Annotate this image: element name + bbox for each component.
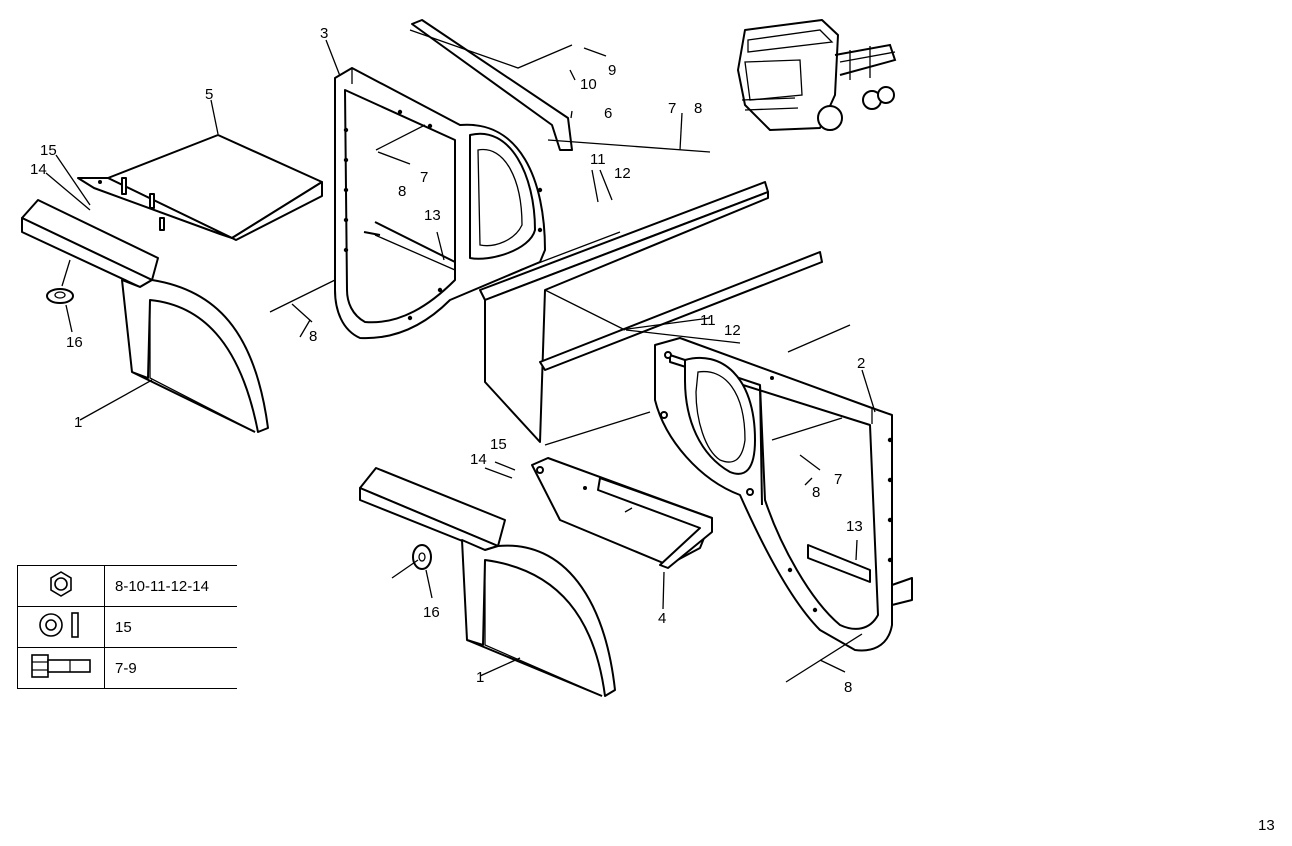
callout-16-lower: 16: [423, 604, 440, 621]
callout-8-frame2: 8: [812, 484, 820, 501]
hex-nut-icon: [17, 565, 105, 607]
washer-16-right: [412, 544, 432, 570]
callout-11-lower: 11: [700, 312, 716, 329]
mudguard-left: [21, 199, 269, 433]
callout-16-upper: 16: [66, 334, 83, 351]
callout-7-top: 7: [668, 100, 676, 117]
rail: [479, 181, 823, 446]
callout-8-frame3: 8: [398, 183, 406, 200]
bolt-icon: [17, 647, 105, 689]
callout-2: 2: [857, 355, 865, 372]
legend-label: 8-10-11-12-14: [104, 565, 237, 607]
callout-14-lower: 14: [470, 451, 487, 468]
callout-8-frame2-bottom: 8: [844, 679, 852, 696]
callout-12-lower: 12: [724, 322, 741, 339]
callout-4: 4: [658, 610, 666, 627]
callout-11-upper: 11: [590, 151, 606, 168]
legend-row: 7-9: [17, 647, 237, 689]
callout-7-frame3: 7: [420, 169, 428, 186]
mudguard-right: [359, 467, 616, 697]
frame-3: [334, 67, 546, 340]
washer-16-left: [46, 288, 74, 304]
callout-13-lower: 13: [846, 518, 863, 535]
frame-2: [654, 337, 913, 652]
callout-6: 6: [604, 105, 612, 122]
bracket-5: [77, 134, 323, 241]
callout-8-frame3-bottom: 8: [309, 328, 317, 345]
strip-6: [411, 19, 573, 151]
callout-1-lower: 1: [476, 669, 484, 686]
bracket-4: [531, 457, 713, 569]
callout-8-top: 8: [694, 100, 702, 117]
page-number: 13: [1258, 817, 1275, 834]
truck-thumbnail: [737, 19, 897, 131]
callout-3: 3: [320, 25, 328, 42]
callout-5: 5: [205, 86, 213, 103]
callout-15-lower: 15: [490, 436, 507, 453]
leader-lines: [45, 29, 876, 683]
callout-7-frame2: 7: [834, 471, 842, 488]
callout-9: 9: [608, 62, 616, 79]
legend-row: 15: [17, 606, 237, 648]
callout-14-upper: 14: [30, 161, 47, 178]
washer-icon: [39, 612, 79, 638]
callout-15-upper: 15: [40, 142, 57, 159]
callout-12-upper: 12: [614, 165, 631, 182]
legend-row: 8-10-11-12-14: [17, 565, 237, 607]
legend-label: 7-9: [104, 647, 237, 689]
callout-13-upper: 13: [424, 207, 441, 224]
fastener-legend: 8-10-11-12-14 15 7-9: [17, 565, 237, 689]
callout-10: 10: [580, 76, 597, 93]
callout-1-upper: 1: [74, 414, 82, 431]
legend-label: 15: [104, 606, 237, 648]
